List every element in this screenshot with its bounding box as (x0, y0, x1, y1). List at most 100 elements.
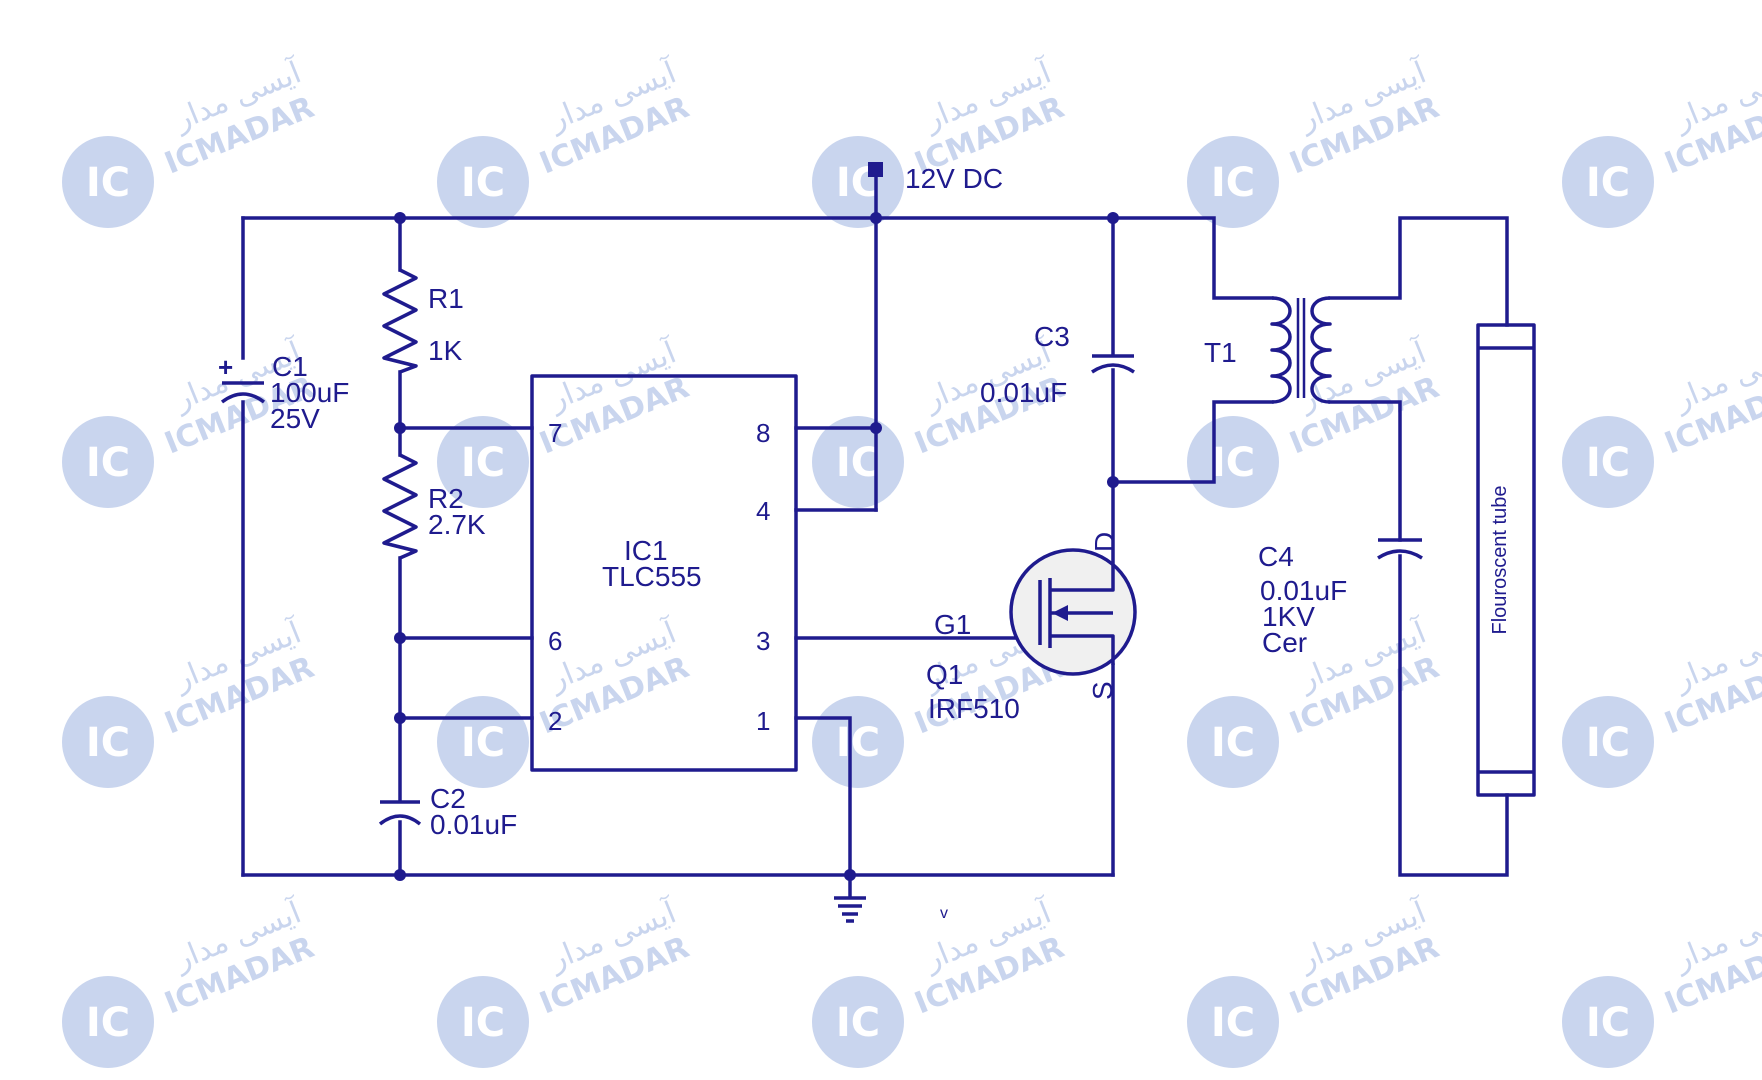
watermark-badge-text: IC (836, 440, 880, 486)
watermark-badge-text: IC (836, 720, 880, 766)
q1-part: IRF510 (928, 693, 1020, 724)
c4-bottom-wire (1398, 554, 1509, 877)
secondary-bottom-wire (1328, 400, 1402, 542)
watermark-badge-icon (62, 696, 154, 788)
watermark-badge-icon (437, 976, 529, 1068)
secondary-top-wire (1328, 216, 1509, 327)
watermark-badge-text: IC (86, 1000, 130, 1046)
watermark-badge-icon (1187, 136, 1279, 228)
fluorescent-tube: Flouroscent tube (1476, 323, 1536, 797)
watermark-badge-icon (62, 136, 154, 228)
r2-name: R2 (428, 483, 464, 514)
watermark-badge-text: IC (1586, 1000, 1630, 1046)
watermark-badge-icon (1187, 976, 1279, 1068)
pin1-wire (794, 716, 852, 877)
watermark-badge-icon (62, 976, 154, 1068)
watermark-badge-text: IC (86, 440, 130, 486)
c1-plus-sign: + (218, 352, 233, 382)
ic1-pin-2: 2 (548, 706, 562, 736)
watermark-badge-text: IC (1586, 720, 1630, 766)
watermark-badge-text: IC (1211, 440, 1255, 486)
junction-dot (394, 212, 406, 224)
c2-value: 0.01uF (430, 809, 517, 840)
q1-name: Q1 (926, 659, 963, 690)
watermark-badge-icon (1562, 976, 1654, 1068)
junction-dot (870, 422, 882, 434)
ic1-body (530, 374, 798, 772)
watermark-badge-text: IC (1586, 440, 1630, 486)
r2-value: 2.7K (428, 509, 486, 540)
watermark-badge-icon (812, 136, 904, 228)
transformer-t1: T1 (1204, 296, 1332, 404)
c4-rating: 1KV (1262, 601, 1315, 632)
t1-secondary-coil (1310, 296, 1332, 404)
junction-dot (394, 712, 406, 724)
supply-terminal: 12V DC (868, 162, 1003, 194)
junction-dot (394, 632, 406, 644)
tube-label: Flouroscent tube (1489, 486, 1511, 635)
capacitor-c1: + C1 100uF 25V (218, 351, 349, 434)
watermark-badge-text: IC (86, 720, 130, 766)
watermark-badge-icon (62, 416, 154, 508)
c3-name: C3 (1034, 321, 1070, 352)
r1-value: 1K (428, 335, 463, 366)
watermark-badge-text: IC (1211, 160, 1255, 206)
t1-primary-coil (1270, 296, 1292, 404)
watermark-badge-icon (1562, 416, 1654, 508)
ic1-name: IC1 (624, 535, 668, 566)
watermark-badge-text: IC (86, 160, 130, 206)
capacitor-c4: C4 0.01uF 1KV Cer (1258, 538, 1423, 658)
supply-terminal-square (868, 162, 883, 177)
c4-value: 0.01uF (1260, 575, 1347, 606)
ic1-pin-7: 7 (548, 418, 562, 448)
c3-plate-curved (1091, 363, 1135, 374)
watermark-badge-icon (1562, 136, 1654, 228)
c1-rating: 25V (270, 403, 320, 434)
watermark-badge-icon (437, 136, 529, 228)
watermark-badge-text: IC (836, 1000, 880, 1046)
watermark-badge-text: IC (1586, 160, 1630, 206)
resistor-r1: R1 1K (382, 268, 464, 374)
watermark-badge-icon (1187, 696, 1279, 788)
junction-dot (1107, 212, 1119, 224)
c1-plate-curved (220, 392, 266, 404)
mosfet-q1: D S G1 Q1 IRF510 (926, 532, 1137, 724)
ic1-pin-8: 8 (756, 418, 770, 448)
watermark-badge-icon (1187, 416, 1279, 508)
q1-arrow (1052, 605, 1068, 621)
c1-name: C1 (272, 351, 308, 382)
watermark-badge-text: IC (461, 440, 505, 486)
ic1-pin-3: 3 (756, 626, 770, 656)
watermark-badge-icon (812, 416, 904, 508)
top-rail-wire (241, 216, 1274, 300)
ic1-tlc555: IC1 TLC555 7 6 2 8 4 3 1 (530, 374, 798, 772)
primary-bottom-wire (1111, 400, 1274, 484)
watermark-badge-text: IC (1211, 1000, 1255, 1046)
q1-source-lead (1050, 634, 1115, 665)
junction-dot (1107, 476, 1119, 488)
c3-value: 0.01uF (980, 377, 1067, 408)
ic1-pin-1: 1 (756, 706, 770, 736)
r2-zigzag (382, 453, 418, 560)
ic1-pin-4: 4 (756, 496, 770, 526)
q1-drain-label: D (1089, 532, 1120, 552)
watermark-badge-text: IC (461, 1000, 505, 1046)
tube-body (1476, 323, 1536, 797)
stray-mark: v (940, 905, 948, 922)
supply-label: 12V DC (905, 163, 1003, 194)
junction-dot (394, 422, 406, 434)
ic1-part: TLC555 (602, 561, 702, 592)
q1-source-label: S (1087, 681, 1118, 700)
watermark-badge-text: IC (461, 720, 505, 766)
